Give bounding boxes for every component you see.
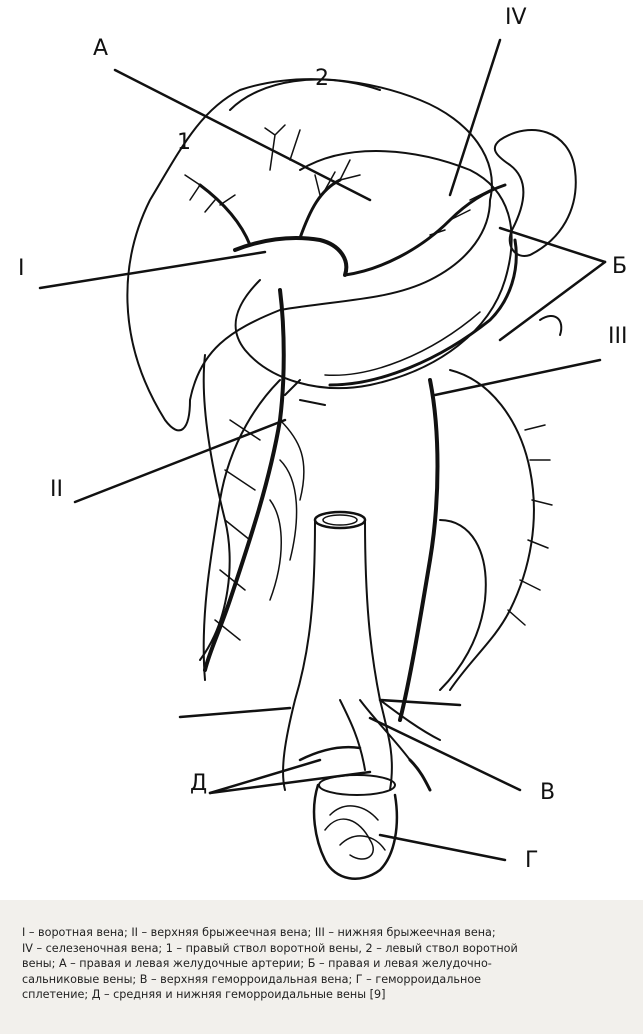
caption-line: вены; А – правая и левая желудочные арте… [22,956,622,972]
aorta-segment [283,520,315,790]
portal-vein-diagram: А 2 IV 1 I Б III II Д В Г [0,0,643,900]
leader-В [370,718,520,790]
leader-Д-2 [210,772,370,793]
inferior-mesenteric-vein [400,380,438,720]
label-I: I [18,258,25,280]
label-2: 2 [315,68,329,90]
gastroepiploic-vein [330,240,516,385]
portal-left-trunk [300,180,340,238]
label-IV: IV [505,7,527,29]
rectum-outline [314,785,397,879]
label-Б: Б [612,256,627,278]
caption-line: сплетение; Д – средняя и нижняя геморрои… [22,987,622,1003]
portal-right-trunk [200,185,250,245]
hemorrhoidal-plexus [325,806,385,859]
label-A: А [93,38,108,60]
label-Д: Д [190,773,207,795]
label-III: III [608,326,627,348]
label-1: 1 [177,132,191,154]
leader-Д-1 [210,760,320,793]
portal-vein [235,238,346,275]
leader-left-line [180,708,290,717]
spleen-outline [495,130,576,256]
label-В: В [540,782,555,804]
leader-I [40,252,265,288]
diagram-drawing [0,0,643,900]
label-Г: Г [525,850,538,872]
leader-III [435,360,600,395]
leader-Г [380,835,505,860]
label-II: II [50,479,63,501]
figure-caption: I – воротная вена; II – верхняя брыжеечн… [22,925,622,1003]
caption-line: IV – селезеночная вена; 1 – правый ствол… [22,941,622,957]
liver-lobe-line [230,80,380,110]
caption-line: I – воротная вена; II – верхняя брыжеечн… [22,925,622,941]
caption-line: сальниковые вены; В – верхняя геморроида… [22,972,622,988]
